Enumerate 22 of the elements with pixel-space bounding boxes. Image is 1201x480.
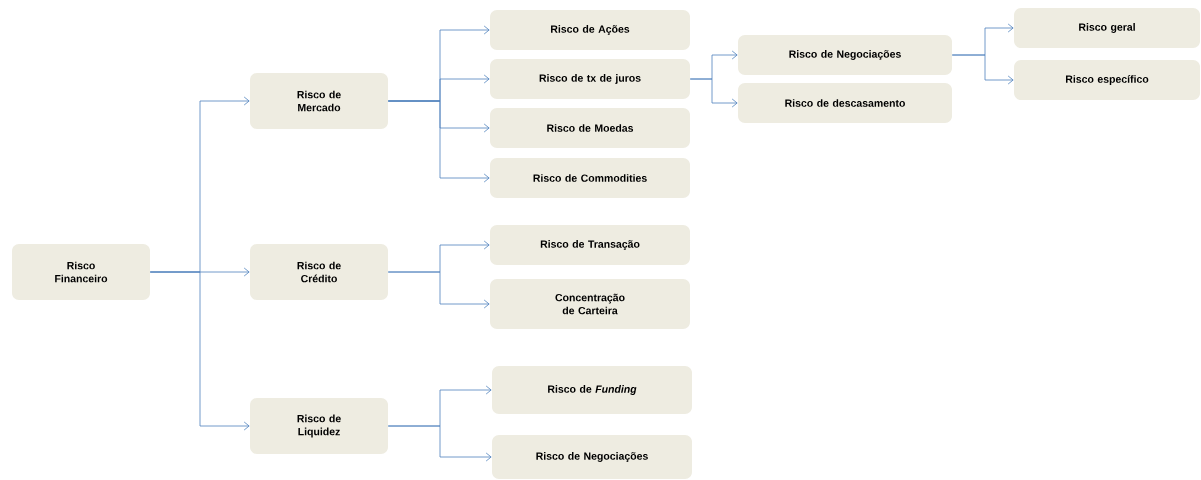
process-box: Risco Financeiro: [12, 244, 150, 300]
process-box: Risco específico: [1014, 60, 1200, 100]
process-box: Risco de Moedas: [490, 108, 690, 148]
process-box: Risco de Negociações: [492, 435, 692, 479]
process-box: Risco de Ações: [490, 10, 690, 50]
process-box: Risco de Liquidez: [250, 398, 388, 454]
process-box: Risco de Transação: [490, 225, 690, 265]
process-box: Risco de Negociações: [738, 35, 952, 75]
process-box: Risco de tx de juros: [490, 59, 690, 99]
process-box: Risco de Crédito: [250, 244, 388, 300]
arrow: [689, 78, 738, 108]
process-box: Risco de descasamento: [738, 83, 952, 123]
arrow: [387, 271, 490, 309]
arrow: [951, 54, 1014, 85]
arrow: [149, 271, 250, 431]
arrow: [387, 425, 492, 462]
process-box: Concentração de Carteira: [490, 279, 690, 329]
process-box: Risco de Funding: [492, 366, 692, 414]
process-box: Risco geral: [1014, 8, 1200, 48]
process-box: Risco de Mercado: [250, 73, 388, 129]
process-box: Risco de Commodities: [490, 158, 690, 198]
arrow: [387, 100, 490, 183]
